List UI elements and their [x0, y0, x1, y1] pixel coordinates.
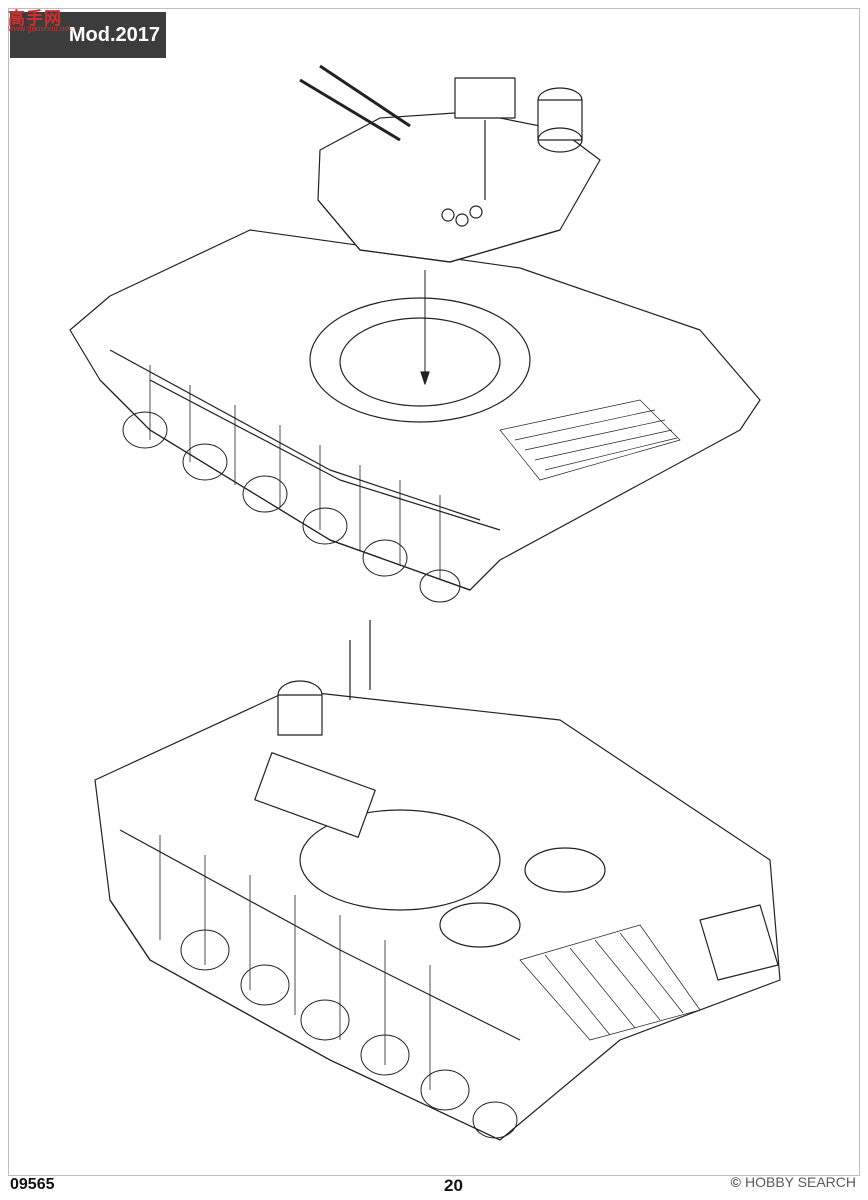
variant-label-box: Mod.2017: [10, 12, 166, 58]
upper-hull-drawing: [69, 229, 761, 603]
site-logo-subtext: www.gaoshou.net: [8, 24, 72, 33]
watermark-symbol: ©: [730, 1174, 741, 1190]
site-logo-text: 高手网: [8, 9, 62, 28]
watermark-text: HOBBY SEARCH: [745, 1174, 856, 1190]
variant-label: Mod.2017: [68, 23, 160, 46]
page-frame: [8, 8, 860, 1176]
product-code: 09565: [10, 1176, 55, 1193]
turret-drawing: [299, 64, 601, 263]
page-number: 20: [444, 1176, 463, 1195]
watermark: © HOBBY SEARCH: [731, 1174, 856, 1190]
site-logo: 高手网 www.gaoshou.net: [2, 2, 72, 42]
vehicle-drawing: [94, 620, 781, 1141]
